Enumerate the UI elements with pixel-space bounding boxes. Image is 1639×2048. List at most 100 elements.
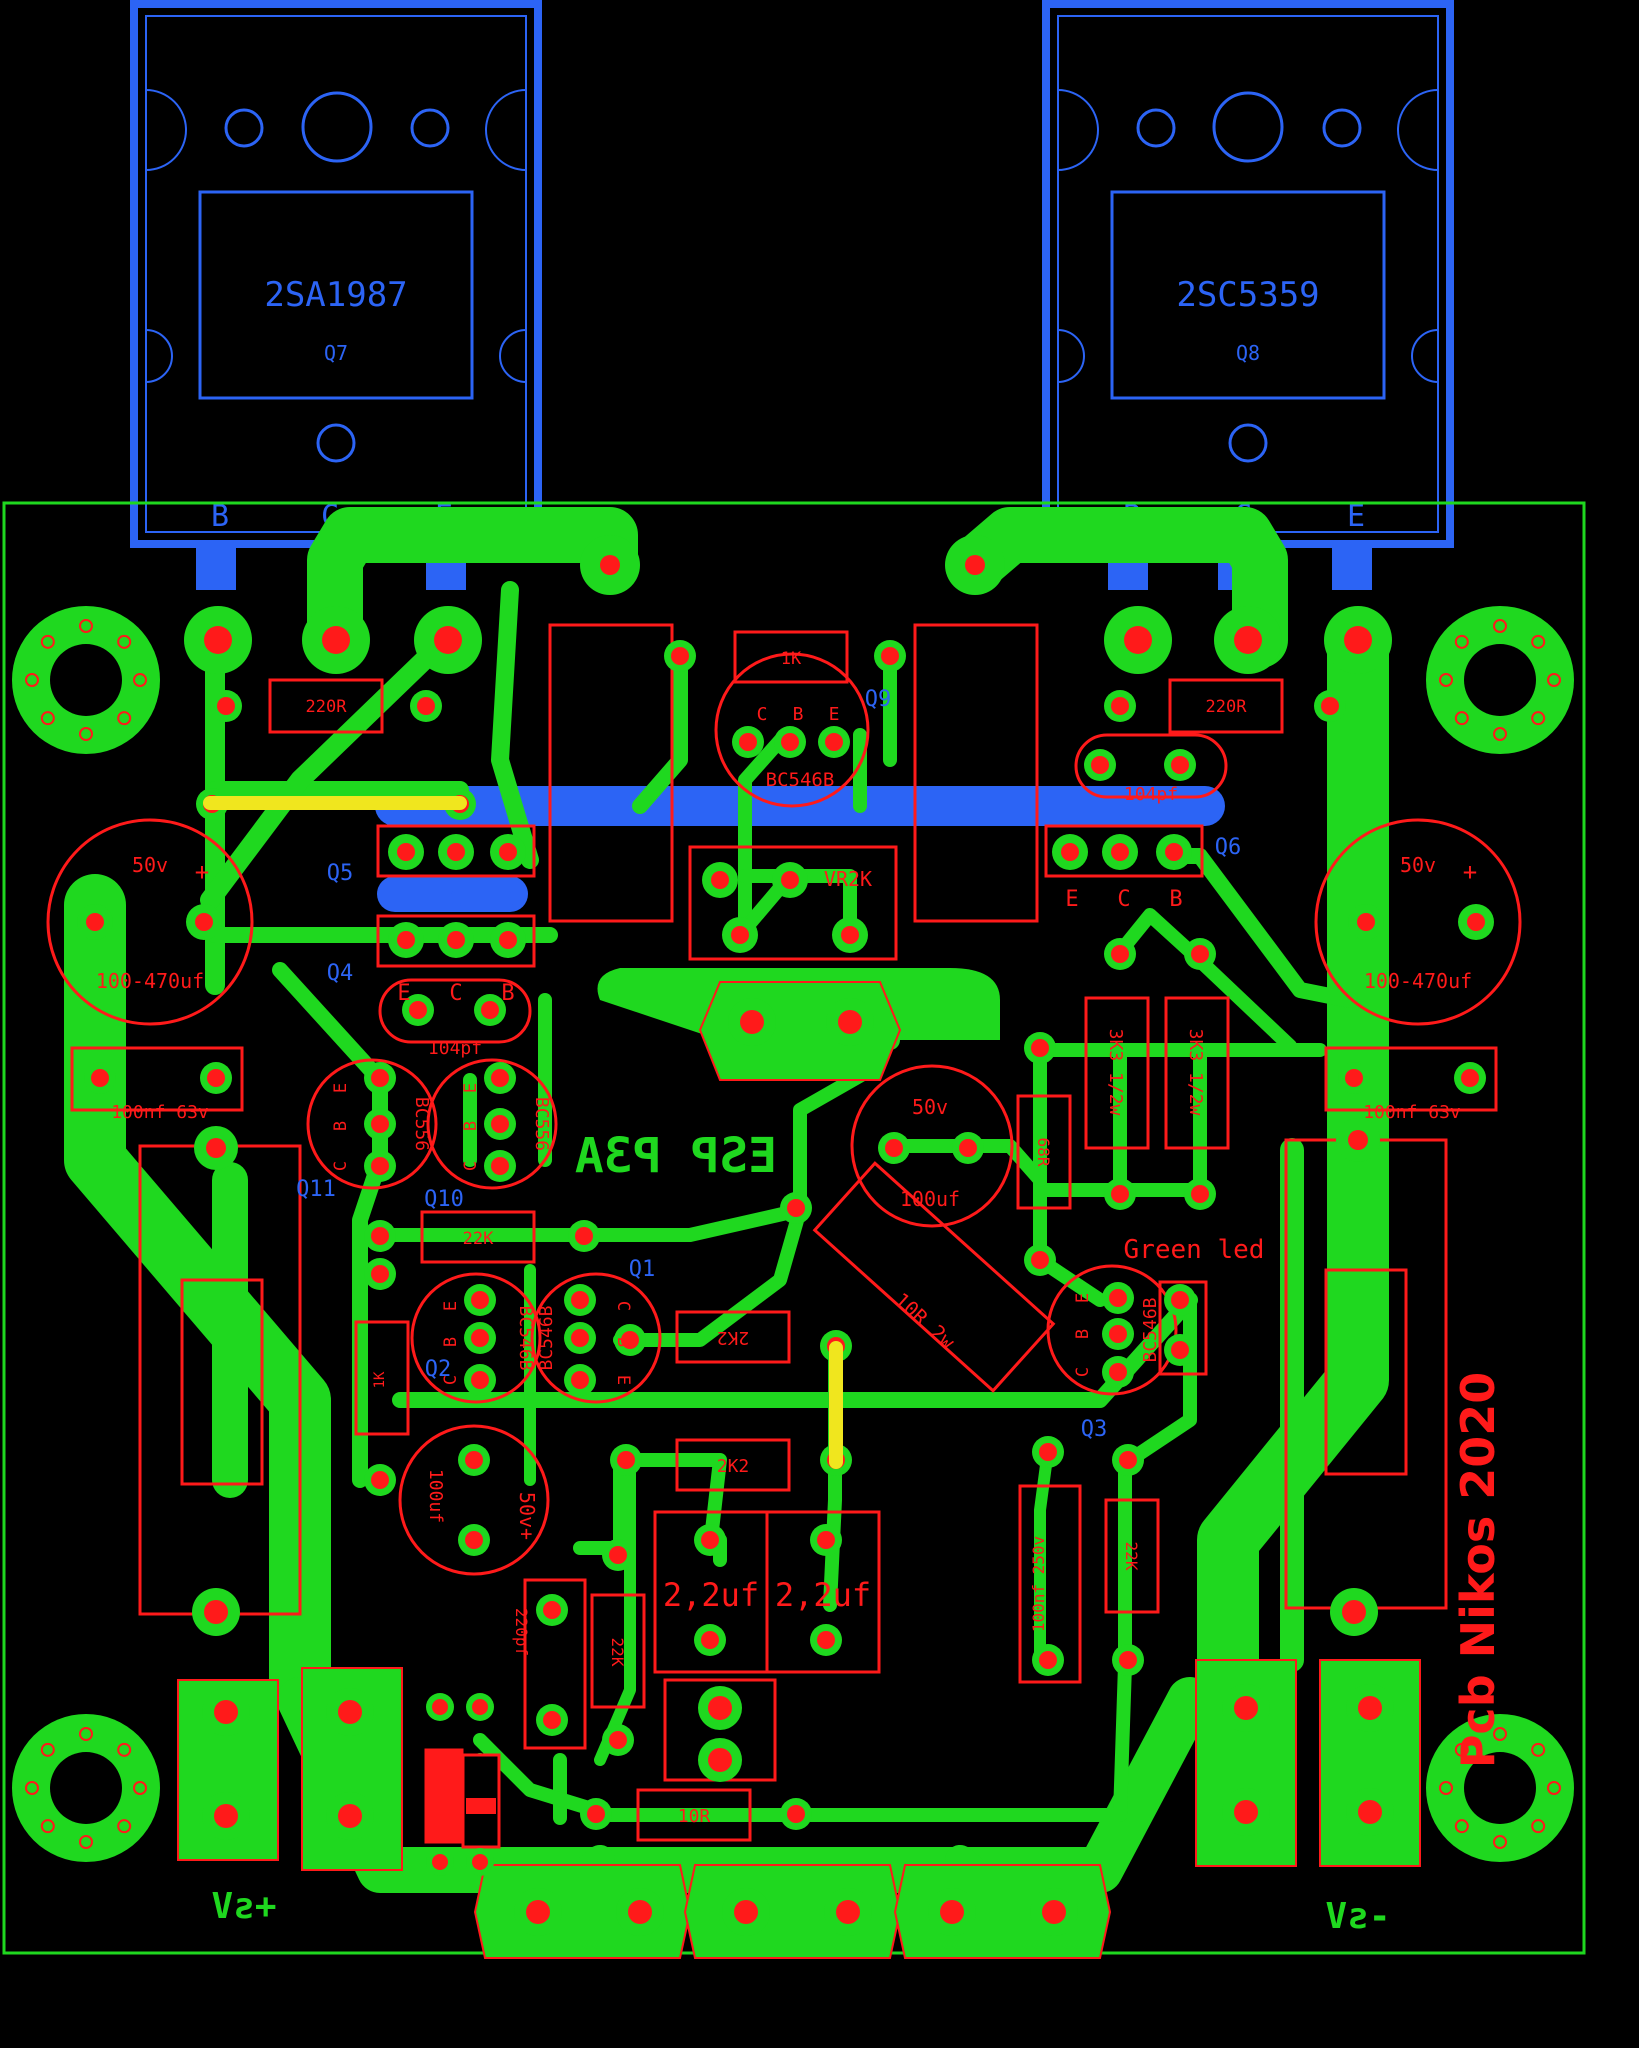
pad-drill [708, 1696, 732, 1720]
pad-drill [701, 1531, 719, 1549]
pad-drill [817, 1531, 835, 1549]
pad-drill [1042, 1900, 1066, 1924]
q2-pin-b: B [441, 1337, 461, 1347]
q6-pin-c: C [1117, 887, 1130, 912]
pad-drill [481, 1001, 499, 1019]
pad-drill [617, 1451, 635, 1469]
copper-text: ESP P3A +sV -sV [211, 1128, 1390, 1937]
mounting-hole-tl [12, 606, 160, 754]
vs-plus-label: +sV [211, 1886, 276, 1927]
pad-drill [1061, 843, 1079, 861]
pad-drill [432, 1699, 448, 1715]
esp-label: ESP P3A [575, 1128, 777, 1184]
pad-drill [1191, 945, 1209, 963]
mounting-ring-hole [1547, 1781, 1561, 1795]
q2-pin-c: C [441, 1375, 461, 1385]
pad-drill [1171, 1341, 1189, 1359]
pad-drill [499, 931, 517, 949]
pad-drill [322, 626, 350, 654]
q3-pin-b: B [1073, 1329, 1093, 1339]
pad-drill [587, 1805, 605, 1823]
cap-left-plus: + [195, 858, 209, 886]
mounting-ring-hole [79, 619, 93, 633]
q11-pin-c: C [331, 1161, 351, 1171]
pad-drill [609, 1731, 627, 1749]
pad-drill [671, 647, 689, 665]
pad-drill [740, 1010, 764, 1034]
mounting-ring-hole [117, 1742, 132, 1757]
pad-drill [371, 1069, 389, 1087]
q8-part-label: 2SC5359 [1176, 275, 1319, 315]
pad-drill [817, 1631, 835, 1649]
pad-drill [1109, 1363, 1127, 1381]
pad-drill [206, 1138, 226, 1158]
pad-drill [397, 843, 415, 861]
pad-drill [965, 555, 985, 575]
pad-drill [1039, 1443, 1057, 1461]
q1-pin-e: E [613, 1375, 633, 1385]
cap-100nf-right: 100nf 63v [1363, 1102, 1461, 1123]
mounting-ring-hole [25, 1781, 39, 1795]
pad-drill [836, 1900, 860, 1924]
pad-drill [701, 1631, 719, 1649]
q1-ref: Q1 [629, 1257, 656, 1282]
pad-drill [338, 1804, 362, 1828]
q3-ref: Q3 [1081, 1417, 1108, 1442]
pad-drill [471, 1291, 489, 1309]
pad-drill [708, 1748, 732, 1772]
pad-drill [1124, 626, 1152, 654]
pad-drill [1358, 1696, 1382, 1720]
q4-pin-b: B [501, 981, 514, 1006]
pad-drill [543, 1711, 561, 1729]
pad-drill [214, 1804, 238, 1828]
cap-right-voltage: 50v [1400, 853, 1436, 877]
pad-drill [841, 926, 859, 944]
cap-right-plus: + [1463, 858, 1477, 886]
pad-drill [1342, 1600, 1366, 1624]
q4-pin-e: E [397, 981, 410, 1006]
pad-drill [781, 733, 799, 751]
mounting-ring-hole [117, 634, 132, 649]
pad-drill [432, 1854, 448, 1870]
vs-minus-label: -sV [1325, 1896, 1390, 1937]
mounting-ring-hole [1493, 727, 1507, 741]
q11-ref: Q11 [296, 1177, 336, 1202]
q7-pin-b: B [211, 499, 229, 534]
q6-pin-b: B [1169, 887, 1182, 912]
pad-drill [1345, 1069, 1363, 1087]
q7-ref-label: Q7 [324, 341, 348, 365]
credit-label: Pcb Nikos 2020 [1451, 1372, 1505, 1769]
r220-left-label: 220R [306, 697, 348, 717]
pad-drill [214, 1700, 238, 1724]
mounting-hole-bl [12, 1714, 160, 1862]
pad-drill [465, 1531, 483, 1549]
pad-drill [711, 871, 729, 889]
cap-100nf-250v: 100nf 250v [1029, 1536, 1048, 1632]
pad-drill [1467, 913, 1485, 931]
pad-drill [1321, 697, 1339, 715]
q9-pin-e: E [829, 704, 840, 725]
pad-drill [1119, 1651, 1137, 1669]
q5-pin-e: E [397, 887, 410, 912]
mounting-ring-hole [1439, 1781, 1453, 1795]
r22k-low-label: 22K [608, 1638, 627, 1667]
r2k2-a-label: 2K2 [717, 1327, 750, 1348]
pad-drill [371, 1157, 389, 1175]
pad-drill [571, 1291, 589, 1309]
r220-right-label: 220R [1206, 697, 1248, 717]
pad-drill [1348, 1130, 1368, 1150]
cap-mid-voltage: 50v [912, 1095, 948, 1119]
pad-drill [195, 913, 213, 931]
pad-drill [526, 1900, 550, 1924]
bc546-c-label: BC546B [1140, 1297, 1161, 1362]
pad-drill [371, 1227, 389, 1245]
pad-drill [1171, 1291, 1189, 1309]
cap-mid-value: 100uf [900, 1187, 960, 1211]
pad-drill [371, 1115, 389, 1133]
q2-ref: Q2 [425, 1357, 452, 1382]
pad-drill [472, 1854, 488, 1870]
pin-letters: E C B E C B E C B C B E C B E C B E C B … [331, 887, 1183, 1385]
pad-drill [1111, 697, 1129, 715]
q9-pin-b: B [793, 704, 804, 725]
cap-104pf-right: 104pf [1124, 784, 1178, 805]
